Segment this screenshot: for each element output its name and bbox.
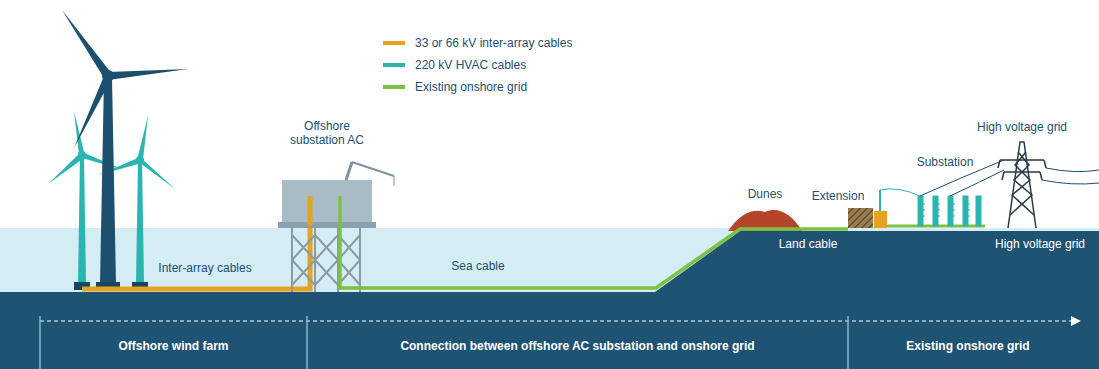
legend-text: 33 or 66 kV inter-array cables	[415, 36, 572, 50]
platform-label: Offshore substation AC	[281, 119, 373, 148]
connection-wire	[880, 189, 920, 196]
legend-text: 220 kV HVAC cables	[415, 58, 526, 72]
timeline-arrow	[40, 316, 1081, 326]
timeline-band: Existing onshore grid	[848, 327, 1088, 365]
cable-label: Land cable	[779, 237, 838, 251]
extension-block	[848, 208, 873, 228]
legend-row: Existing onshore grid	[383, 76, 572, 98]
grid-label: High voltage grid	[995, 237, 1085, 251]
band-separator	[40, 316, 848, 369]
legend: 33 or 66 kV inter-array cables 220 kV HVA…	[383, 32, 572, 98]
extension-unit	[874, 211, 887, 228]
connection-pole	[879, 190, 881, 211]
legend-row: 33 or 66 kV inter-array cables	[383, 32, 572, 54]
seabed-ground	[0, 231, 1099, 369]
offshore-platform	[278, 162, 394, 292]
extension-label: Extension	[812, 189, 865, 203]
legend-text: Existing onshore grid	[415, 80, 527, 94]
legend-swatch	[383, 41, 405, 45]
turbine-large	[62, 10, 188, 284]
legend-swatch	[383, 85, 405, 89]
band-title: Existing onshore grid	[906, 339, 1029, 353]
grid-label: High voltage grid	[977, 120, 1067, 134]
dunes-label: Dunes	[748, 187, 783, 201]
pylon-symbol	[998, 142, 1099, 228]
cable-label: Inter-array cables	[158, 261, 251, 275]
band-title: Connection between offshore AC substatio…	[400, 339, 754, 353]
substation-symbol	[918, 160, 1004, 226]
substation-label: Substation	[917, 155, 974, 169]
sea-cable	[340, 196, 848, 288]
legend-row: 220 kV HVAC cables	[383, 54, 572, 76]
inter-array-cable	[82, 196, 310, 289]
band-title: Offshore wind farm	[118, 339, 228, 353]
cable-label: Sea cable	[451, 259, 504, 273]
legend-swatch	[383, 63, 405, 67]
timeline-band: Offshore wind farm	[40, 327, 307, 365]
inter-array-cable	[308, 196, 313, 226]
timeline-band: Connection between offshore AC substatio…	[307, 327, 848, 365]
